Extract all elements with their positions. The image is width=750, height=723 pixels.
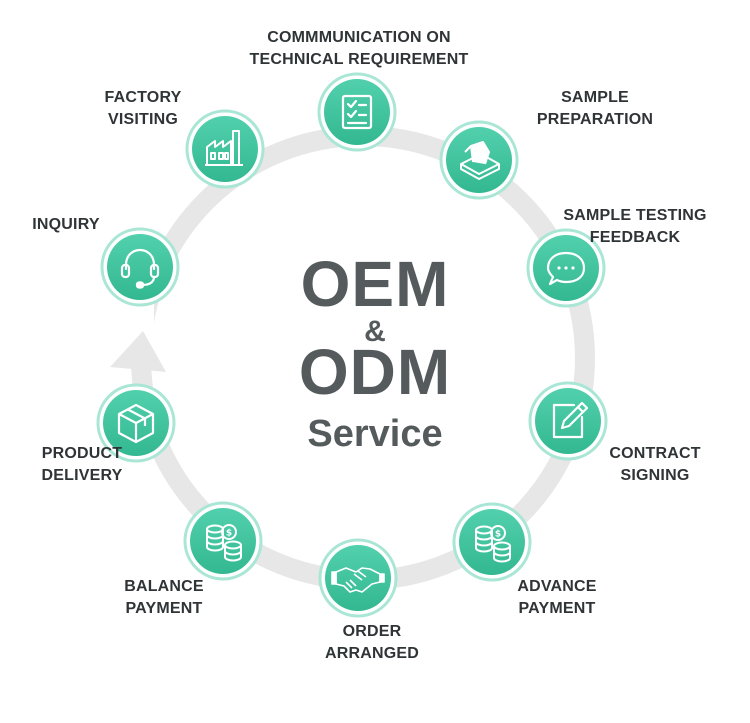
step-node-sample-testing [526, 228, 606, 308]
step-label-line: TECHNICAL REQUIREMENT [249, 51, 469, 68]
step-label-line: SAMPLE TESTING [563, 207, 707, 224]
step-node-sample-preparation [439, 120, 519, 200]
step-label-line: SAMPLE [561, 89, 629, 106]
step-label-line: PREPARATION [536, 111, 654, 128]
title-ampersand: & [364, 315, 386, 348]
title-oem: OEM [300, 248, 450, 320]
step-label-product-delivery: PRODUCT DELIVERY [0, 443, 202, 487]
step-label-line: BALANCE [124, 578, 204, 595]
process-nodes [96, 72, 608, 618]
step-label-line: SIGNING [620, 467, 690, 484]
step-label-line: INQUIRY [32, 216, 100, 233]
step-label-balance-payment: BALANCE PAYMENT [44, 576, 284, 620]
step-node-advance-payment [452, 502, 532, 582]
step-label-contract-signing: CONTRACT SIGNING [535, 443, 750, 487]
step-label-line: FEEDBACK [589, 229, 681, 246]
step-label-sample-testing: SAMPLE TESTING FEEDBACK [515, 205, 750, 249]
step-label-line: FACTORY [104, 89, 182, 106]
step-node-balance-payment [183, 501, 263, 581]
step-label-line: PRODUCT [41, 445, 123, 462]
step-label-line: PAYMENT [518, 600, 596, 617]
step-label-communication: COMMMUNICATION ON TECHNICAL REQUIREMENT [239, 27, 479, 71]
cycle-arrow-head [110, 331, 166, 372]
step-node-factory-visiting [185, 109, 265, 189]
step-node-inquiry [100, 227, 180, 307]
step-node-order-arranged [318, 538, 398, 618]
step-label-factory-visiting: FACTORY VISITING [23, 87, 263, 131]
step-label-order-arranged: ORDER ARRANGED [252, 621, 492, 665]
step-label-line: CONTRACT [609, 445, 701, 462]
step-label-inquiry: INQUIRY [0, 214, 186, 236]
step-label-line: ADVANCE [517, 578, 597, 595]
step-node-communication [317, 72, 397, 152]
step-label-line: ORDER [342, 623, 402, 640]
node-disc [107, 234, 173, 300]
step-label-line: DELIVERY [41, 467, 123, 484]
step-node-contract-signing [528, 381, 608, 461]
step-label-advance-payment: ADVANCE PAYMENT [437, 576, 677, 620]
step-label-line: VISITING [107, 111, 179, 128]
step-label-line: PAYMENT [125, 600, 203, 617]
title-odm: ODM [298, 336, 452, 408]
title-service: Service [307, 413, 443, 455]
node-disc [324, 79, 390, 145]
step-label-sample-preparation: SAMPLE PREPARATION [475, 87, 715, 131]
step-label-line: COMMMUNICATION ON [267, 29, 451, 46]
step-node-product-delivery [96, 383, 176, 463]
step-label-line: ARRANGED [324, 645, 420, 662]
